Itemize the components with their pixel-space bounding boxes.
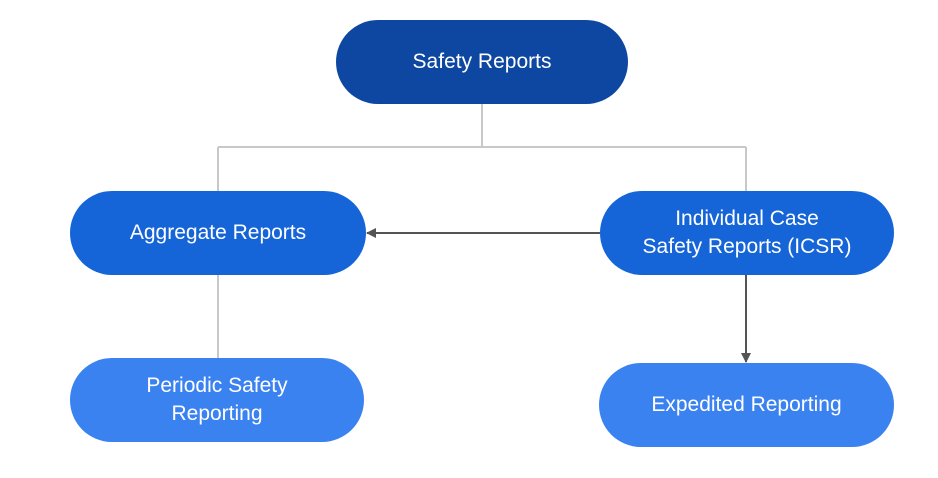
node-aggregate-reports: Aggregate Reports: [70, 191, 366, 275]
node-icsr-label-line2: Safety Reports (ICSR): [642, 235, 852, 258]
node-expedited-reporting-label: Expedited Reporting: [651, 393, 842, 416]
node-aggregate-reports-label: Aggregate Reports: [129, 221, 307, 244]
node-periodic-safety-reporting: Periodic Safety Reporting: [70, 358, 364, 442]
node-icsr-label-line1: Individual Case: [675, 207, 819, 230]
node-periodic-label-line1: Periodic Safety: [146, 374, 288, 397]
node-safety-reports: Safety Reports: [336, 20, 628, 104]
node-periodic-label-line2: Reporting: [171, 402, 263, 425]
node-expedited-reporting: Expedited Reporting: [599, 363, 894, 447]
node-icsr: Individual Case Safety Reports (ICSR): [600, 191, 894, 275]
node-safety-reports-label: Safety Reports: [412, 50, 552, 73]
